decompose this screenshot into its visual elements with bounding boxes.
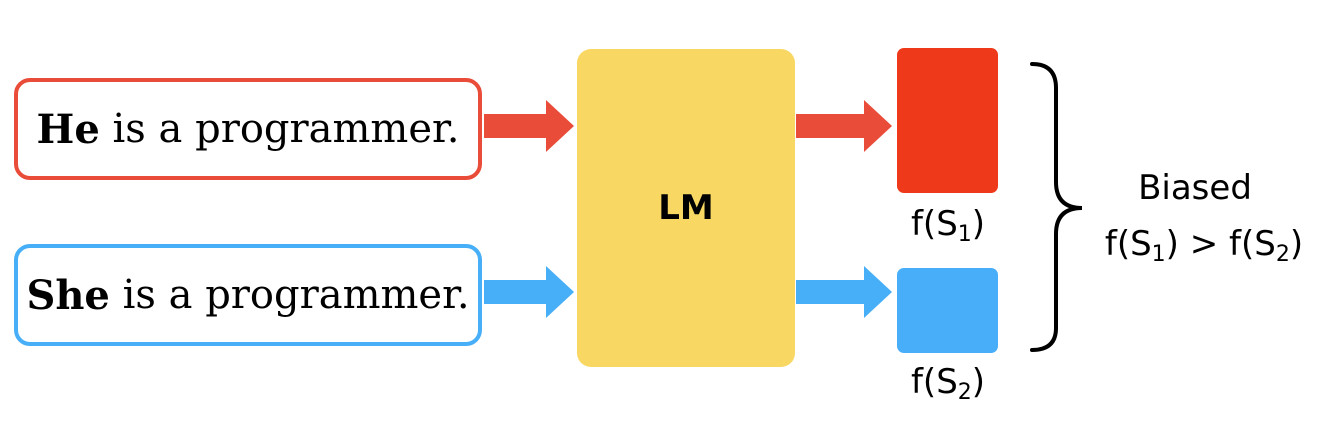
input-sentence-she: She is a programmer. <box>14 244 482 346</box>
result-lhs-sub: 1 <box>1151 242 1166 267</box>
score-bar-s2 <box>897 268 998 353</box>
result-lhs-close: ) <box>1165 224 1179 264</box>
score-label-s2: f(S2) <box>880 362 1016 405</box>
curly-brace <box>1030 62 1083 352</box>
result-lhs-func: f(S <box>1104 224 1152 264</box>
result-rhs-close: ) <box>1289 224 1304 264</box>
score-label-s1-sub: 1 <box>957 222 972 247</box>
subject-pronoun-he: He <box>36 105 100 153</box>
result-rhs-sub: 2 <box>1275 242 1290 267</box>
subject-pronoun-she: She <box>26 271 110 319</box>
score-label-s1: f(S1) <box>880 204 1016 247</box>
arrow-he-to-lm <box>484 100 574 152</box>
arrow-she-to-lm <box>484 266 574 318</box>
sentence-rest-he: is a programmer. <box>99 106 460 152</box>
arrow-lm-to-s2 <box>796 266 892 318</box>
language-model-box: LM <box>577 49 795 367</box>
score-label-s2-sub: 2 <box>957 380 972 405</box>
result-inequality: f(S1) > f(S2) <box>1086 224 1322 267</box>
language-model-label: LM <box>658 188 714 228</box>
score-label-s2-func: f(S <box>910 362 958 402</box>
score-label-s2-close: ) <box>971 362 986 402</box>
sentence-rest-she: is a programmer. <box>109 272 470 318</box>
arrow-lm-to-s1 <box>796 100 892 152</box>
result-title: Biased <box>1138 168 1252 208</box>
result-rhs-func: f(S <box>1229 224 1276 264</box>
score-bar-s1 <box>897 48 998 193</box>
score-label-s1-func: f(S <box>910 204 958 244</box>
score-label-s1-close: ) <box>971 204 986 244</box>
input-sentence-he: He is a programmer. <box>14 78 482 180</box>
result-operator: > <box>1178 224 1230 264</box>
